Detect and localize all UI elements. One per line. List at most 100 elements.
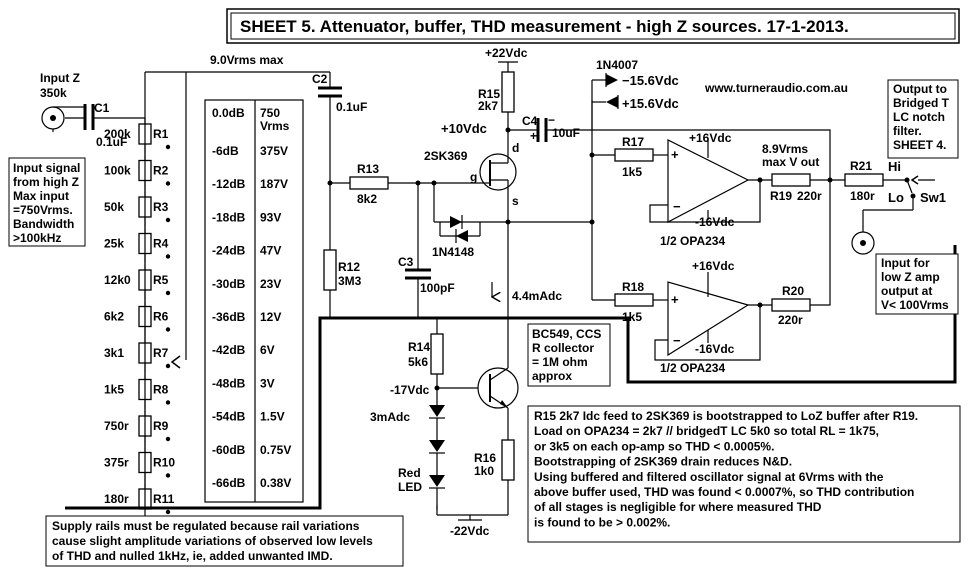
diode-pair-1n4007 [591,73,619,130]
selector-switch[interactable] [144,71,330,369]
c4-value: 10uF [552,126,580,140]
hi-label: Hi [888,159,901,174]
r16-label: R16 [474,451,496,465]
note-line: SHEET 4. [893,138,946,152]
ladder-value: 25k [104,237,124,251]
jfet-pin-g: g [470,170,477,184]
input-z-label: Input Z [40,71,80,85]
attenuator-table [204,99,304,503]
note-line: of THD and nulled 1kHz, ie, added unwant… [52,549,333,563]
table-v-cell: 93V [260,210,281,224]
ladder-name: R5 [153,273,169,287]
vout-label: 8.9Vrms [762,142,808,156]
capacitor-c2 [318,72,342,183]
c3-label: C3 [398,255,414,269]
table-v-cell: 0.38V [260,476,291,490]
jfet-2sk369 [479,112,517,300]
input-jack [41,106,65,130]
c1-value: 0.1uF [96,135,127,149]
tap-dot [165,217,171,223]
i3ma-label: 3mAdc [370,410,410,424]
capacitor-c1 [65,104,145,130]
table-v-cell: 6V [260,343,275,357]
r21-label: R21 [850,159,872,173]
r13-label: R13 [357,162,379,176]
table-v-cell: 23V [260,277,281,291]
note-line: LC notch [893,110,945,124]
svg-text:+: + [671,147,679,162]
note-line: Bridged T [893,96,950,110]
svg-text:−: − [673,199,681,214]
r17-label: R17 [622,135,644,149]
r17-value: 1k5 [622,165,642,179]
note-line: =750Vrms. [13,203,73,217]
table-v-cell: 47V [260,244,281,258]
note-line: R collector [532,341,594,355]
led-icon [429,405,445,417]
note-line: Bandwidth [13,217,74,231]
opamp-bottom: + − [667,272,750,357]
c2-label: C2 [312,72,328,86]
ladder-value: 50k [104,200,124,214]
table-db-cell: -30dB [212,277,246,291]
r13-value: 8k2 [357,192,377,206]
note-line: cause slight amplitude variations of obs… [52,534,373,548]
tap-dot [165,144,171,150]
minus17-label: -17Vdc [390,383,430,397]
svg-text:+: + [671,292,679,307]
note-line: low Z amp [881,270,940,284]
table-v-cell: 187V [260,177,288,191]
opa-bot-minus16: -16Vdc [695,342,735,356]
title-box: SHEET 5. Attenuator, buffer, THD measure… [226,8,960,44]
input-z-value: 350k [40,86,67,100]
note-line: from high Z [13,175,79,189]
ladder-value: 12k0 [104,273,131,287]
lowz-input-jack [851,231,875,255]
jfet-pin-d: d [512,141,519,155]
opa-top-plus16: +16Vdc [689,131,732,145]
note-line: of all stages is negligible for where me… [534,500,822,514]
vout2-label: max V out [762,155,819,169]
opa-bot-label: 1/2 OPA234 [660,361,725,375]
led-string [429,392,445,510]
ladder-name: R2 [153,164,169,178]
tap-dot [165,400,171,405]
diode-pair-1n4148 [433,183,508,243]
ladder-name: R6 [153,310,169,324]
note-line: Load on OPA234 = 2k7 // bridgedT LC 5k0 … [534,424,879,438]
resistor-r16 [501,439,515,481]
c3-value: 100pF [420,281,455,295]
plus10-label: +10Vdc [441,121,487,136]
table-db-cell: -48dB [212,376,246,390]
ladder-value: 375r [104,456,129,470]
minus22-label: -22Vdc [450,524,490,538]
note-line: Output to [893,82,947,96]
r20-value: 220r [778,313,803,327]
ladder-value: 3k1 [104,346,124,360]
resistor-r15 [501,71,515,113]
note-line: R15 2k7 Idc feed to 2SK369 is bootstrapp… [534,409,918,423]
led-icon [429,475,445,487]
opa-bot-plus16: +16Vdc [692,259,735,273]
led-icon [429,440,445,452]
note-line: filter. [893,124,922,138]
table-db-cell: -12dB [212,177,246,191]
tap-dot [165,290,171,296]
r16-value: 1k0 [474,464,494,478]
ground-bus [65,245,957,510]
r19-value: 220r [797,189,822,203]
note-line: Input for [881,256,930,270]
table-db-cell: -42dB [212,343,246,357]
table-v-cell: 375V [260,144,288,158]
note-line: output at [881,284,932,298]
r12-label: R12 [338,260,360,274]
transistor-bc549 [477,362,519,440]
diode-1n4007-label: 1N4007 [596,58,638,72]
tap-dot [165,363,171,369]
plus156-label: +15.6Vdc [622,96,679,111]
max-rms-label: 9.0Vrms max [210,53,284,67]
resistor-r21 [844,173,884,187]
table-db-cell: -60dB [212,443,246,457]
